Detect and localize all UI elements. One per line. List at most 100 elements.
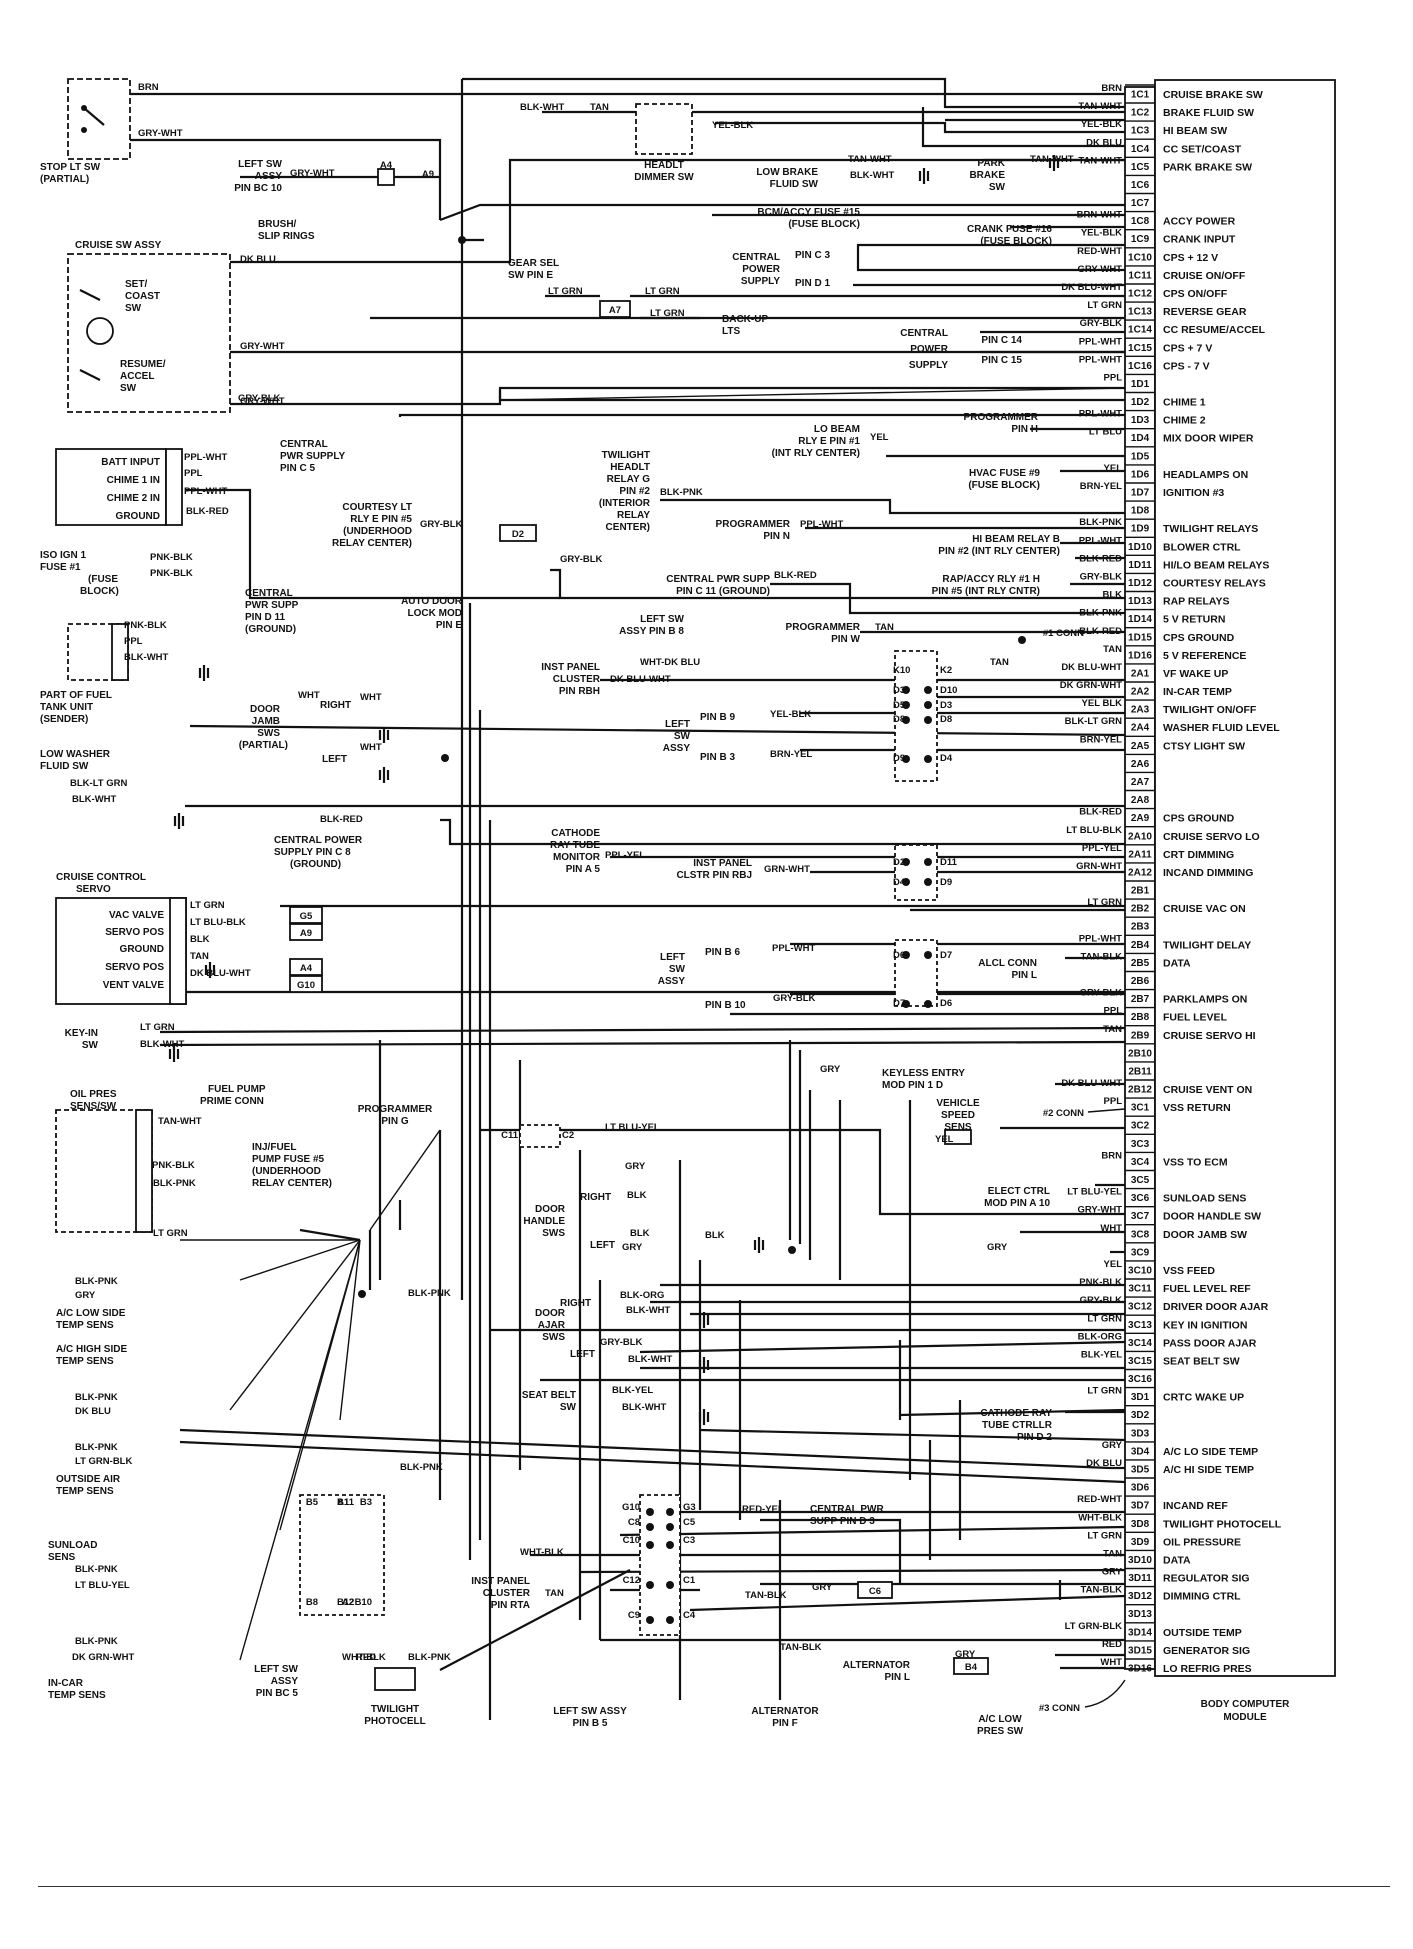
cruise-servo [55,897,187,1005]
splice-c6 [857,1581,893,1599]
bcm-pin-1d7: 1D7 [1131,488,1150,499]
wire-color-label: YEL-BLK [770,709,811,720]
ground-icon [1048,155,1060,171]
svg-text:CLUSTER: CLUSTER [483,1588,531,1599]
bcm-pin-2b12-signal: CRUISE VENT ON [1163,1084,1252,1096]
bcm-pin-1d7-signal: IGNITION #3 [1163,487,1224,499]
svg-text:MOD PIN A 10: MOD PIN A 10 [984,1198,1050,1209]
bcm-pin-1d6-wire: YEL [1104,463,1123,474]
wire-color-label: LT GRN [548,286,583,297]
svg-text:LEFT SW ASSY: LEFT SW ASSY [553,1706,627,1717]
conn-2-leader [1087,1108,1126,1113]
svg-text:TEMP SENS: TEMP SENS [56,1356,114,1367]
connector-pin-label: C3 [683,1535,695,1546]
svg-text:PWR SUPPLY: PWR SUPPLY [280,451,346,462]
bcm-pin-2b10: 2B10 [1128,1048,1152,1059]
wire-color-label: WHT-BLK [520,1547,564,1558]
bcm-pin-1c8: 1C8 [1131,216,1150,227]
bcm-pin-3d1-signal: CRTC WAKE UP [1163,1392,1244,1404]
wire-color-label: DK BLU-WHT [610,674,671,685]
wire-color-label: BLK-WHT [140,1039,185,1050]
connector-pin-label: B3 [360,1497,372,1508]
splice-a9 [289,923,323,941]
svg-text:SWS: SWS [542,1228,565,1239]
bcm-pin-2a6: 2A6 [1131,759,1150,770]
bcm-pin-3d11-wire: GRY [1102,1567,1123,1578]
connector-pin-label: D2 [893,857,905,868]
svg-text:(INT RLY CENTER): (INT RLY CENTER) [772,448,860,459]
splice-label: G10 [297,980,315,991]
bcm-pin-2b7-signal: PARKLAMPS ON [1163,994,1247,1006]
bcm-pin-1d16-wire: TAN [1103,644,1122,655]
connector-d2 [894,844,938,901]
bcm-pin-1c13-wire: LT GRN [1087,300,1122,311]
svg-text:ALCL CONN: ALCL CONN [978,958,1037,969]
connector-pin-label: C2 [562,1130,574,1141]
wire-color-label: WHT [360,692,382,703]
svg-text:PIN E: PIN E [436,620,462,631]
conn-1-label: #1 CONN [1043,628,1084,639]
bcm-pin-2a2-signal: IN-CAR TEMP [1163,686,1232,698]
svg-text:CENTRAL: CENTRAL [280,439,328,450]
bcm-pin-3d9: 3D9 [1131,1537,1150,1548]
bcm-pin-3d14-signal: OUTSIDE TEMP [1163,1627,1242,1639]
svg-text:PIN B 10: PIN B 10 [705,1000,746,1011]
bcm-pin-1d6-signal: HEADLAMPS ON [1163,469,1248,481]
bcm-pin-2a1-signal: VF WAKE UP [1163,668,1228,680]
connector-pin-label: D7 [940,950,952,961]
svg-text:SW: SW [669,964,686,975]
wire-color-label: BRN [138,82,159,93]
wire-color-label: PPL-YEL [605,850,645,861]
svg-text:HEADLT: HEADLT [610,462,650,473]
svg-text:A/C LOW: A/C LOW [978,1714,1022,1725]
svg-text:POWER: POWER [742,264,781,275]
svg-text:GROUND: GROUND [116,511,160,522]
wire-color-label: BLK-RED [320,814,363,825]
bcm-pin-3d8: 3D8 [1131,1519,1150,1530]
bcm-pin-2a12: 2A12 [1128,868,1152,879]
svg-text:PIN RTA: PIN RTA [491,1600,530,1611]
bcm-pin-2a4-signal: WASHER FLUID LEVEL [1163,722,1280,734]
wire-color-label: GRY-WHT [240,341,285,352]
bcm-pin-1d15: 1D15 [1128,632,1152,643]
wire-color-label: LT GRN [153,1228,188,1239]
bcm-pin-1d12-signal: COURTESY RELAYS [1163,578,1266,590]
svg-text:TEMP SENS: TEMP SENS [56,1486,114,1497]
bcm-pin-2b9: 2B9 [1131,1030,1150,1041]
connector-pin-label: G3 [683,1502,696,1513]
bcm-pin-3d3: 3D3 [1131,1428,1150,1439]
bcm-title-2: MODULE [1223,1712,1267,1723]
wire-color-label: LT GRN [140,1022,175,1033]
splice-g5 [289,906,323,924]
splice-label: A4 [380,160,393,171]
svg-text:OUTSIDE AIR: OUTSIDE AIR [56,1474,121,1485]
bcm-pin-2a4: 2A4 [1131,723,1150,734]
bcm-pin-1d3-signal: CHIME 2 [1163,415,1206,427]
svg-text:PIN B 5: PIN B 5 [572,1718,607,1729]
svg-text:SEAT BELT: SEAT BELT [522,1390,576,1401]
wire-color-label: TAN [875,622,894,633]
bcm-pin-2b9-wire: TAN [1103,1024,1122,1035]
wire-color-label: GRY [622,1242,643,1253]
svg-text:SW: SW [674,731,691,742]
connector-pin-label: D8 [940,714,952,725]
svg-text:LEFT: LEFT [590,1240,615,1251]
svg-text:LOW WASHER: LOW WASHER [40,749,111,760]
wire-color-label: YEL-BLK [712,120,753,131]
conn-3-leader [1084,1679,1126,1708]
bcm-pin-3d15-wire: RED [1102,1639,1122,1650]
connector-pin-label: B12 [337,1597,354,1608]
bcm-pin-3c6-wire: LT BLU-YEL [1067,1187,1122,1198]
svg-text:TWILIGHT: TWILIGHT [371,1704,419,1715]
svg-text:PRIME CONN: PRIME CONN [200,1096,264,1107]
svg-text:TEMP SENS: TEMP SENS [48,1690,106,1701]
svg-text:ASSY: ASSY [271,1676,299,1687]
svg-text:PIN B 6: PIN B 6 [705,947,740,958]
bcm-pin-1d12-wire: GRY-BLK [1080,572,1123,583]
svg-text:PROGRAMMER: PROGRAMMER [786,622,861,633]
bcm-pin-2a1: 2A1 [1131,668,1150,679]
splice-label: A9 [422,169,434,180]
bcm-pin-3d12-signal: DIMMING CTRL [1163,1591,1241,1603]
connector-pin-label: A11 [337,1497,355,1508]
wire-color-label: GRY-BLK [238,393,281,404]
